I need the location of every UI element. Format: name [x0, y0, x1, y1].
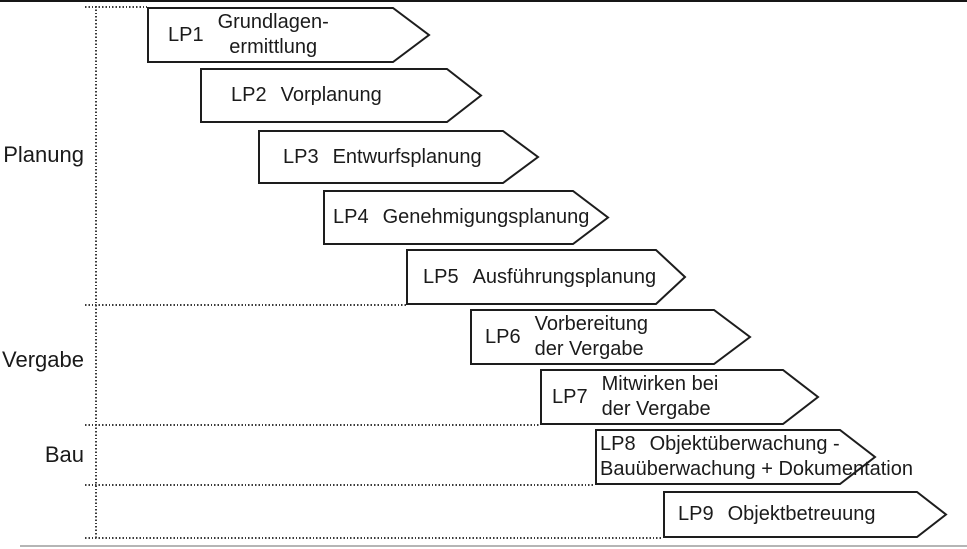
phase-arrow-lp3: LP3 Entwurfsplanung [258, 130, 540, 184]
phase-arrow-text: LP1 Grundlagen-ermittlung [147, 7, 430, 63]
row-label-planung: Planung [3, 142, 84, 167]
phase-name-line: der Vergabe [601, 398, 711, 420]
phase-name-line: Genehmigungsplanung [382, 206, 590, 228]
phase-arrow-text: LP2 Vorplanung [200, 68, 482, 123]
phase-id: LP6 [485, 325, 521, 348]
band-separator-line [85, 6, 147, 8]
band-separator-line [85, 424, 540, 426]
band-axis-line [95, 6, 97, 538]
phase-arrow-lp9: LP9 Objektbetreuung [663, 491, 948, 538]
phase-arrow-shape [200, 68, 483, 123]
band-separator-line [85, 304, 406, 306]
phase-arrow-text: LP3 Entwurfsplanung [258, 130, 539, 184]
phase-id: LP4 [333, 206, 369, 228]
phase-arrow-lp5: LP5 Ausführungsplanung [406, 249, 687, 305]
phase-name-line: ermittlung [229, 36, 318, 58]
phase-name: Mitwirken bei der Vergabe [602, 372, 719, 422]
phase-name-line: Entwurfsplanung [332, 145, 482, 168]
phase-arrow-shape [663, 491, 948, 538]
phase-name-line: der Vergabe [534, 338, 644, 360]
phase-name: Grundlagen-ermittlung [218, 10, 329, 60]
phase-name-line: Ausführungsplanung [472, 265, 657, 288]
phase-name: Vorbereitung der Vergabe [535, 312, 648, 362]
phase-name: Genehmigungsplanung [383, 205, 590, 230]
phase-name: Objektbetreuung [728, 502, 876, 527]
phase-arrow-text: LP6 Vorbereitung der Vergabe [470, 309, 751, 365]
phase-arrow-lp4: LP4 Genehmigungsplanung [323, 190, 610, 245]
phase-arrow-lp1: LP1 Grundlagen-ermittlung [147, 7, 431, 63]
phase-name-line: Bauüberwachung + Dokumentation [600, 458, 913, 480]
phase-arrow-lp6: LP6 Vorbereitung der Vergabe [470, 309, 752, 365]
phase-arrow-shape [595, 429, 877, 485]
phase-arrow-text: LP9 Objektbetreuung [663, 491, 947, 538]
phase-arrow-shape [406, 249, 687, 305]
band-separator-line [85, 537, 663, 539]
phase-name-line: Grundlagen- [217, 11, 329, 33]
phase-name-line: Mitwirken bei [601, 373, 719, 395]
phase-id: LP1 [168, 23, 204, 46]
phase-arrow-text: LP4 Genehmigungsplanung [323, 190, 609, 245]
phase-name-line: Objektüberwachung - [649, 433, 840, 455]
phase-name-line: Vorbereitung [534, 313, 649, 335]
row-label-bau: Bau [44, 442, 84, 467]
phase-arrow-text: LP7 Mitwirken bei der Vergabe [540, 369, 819, 425]
phase-arrow-text: LP8 Objektüberwachung - Bauüberwachung + D… [595, 429, 913, 485]
phase-id: LP9 [678, 503, 714, 525]
phase-id: LP5 [423, 265, 459, 288]
phase-arrow-shape [540, 369, 820, 425]
phase-arrow-lp7: LP7 Mitwirken bei der Vergabe [540, 369, 820, 425]
phase-id: LP7 [552, 385, 588, 408]
phase-arrow-shape [258, 130, 540, 184]
phase-arrow-lp8: LP8 Objektüberwachung - Bauüberwachung + D… [595, 429, 913, 485]
phase-arrow-lp2: LP2 Vorplanung [200, 68, 483, 123]
phase-name-line: Objektbetreuung [727, 503, 876, 525]
phase-name: Vorplanung [281, 83, 382, 108]
phase-id: LP8 [600, 433, 636, 455]
phase-text-row: LP8 Objektüberwachung - [600, 432, 840, 457]
phase-arrow-shape [323, 190, 610, 245]
phase-name: Entwurfsplanung [333, 145, 482, 170]
phase-arrow-shape [470, 309, 752, 365]
phase-arrow-shape [147, 7, 431, 63]
row-label-vergabe: Vergabe [2, 347, 84, 372]
phase-name: Ausführungsplanung [473, 265, 656, 290]
phase-id: LP2 [231, 84, 267, 106]
phase-id: LP3 [283, 145, 319, 168]
band-separator-line [85, 484, 595, 486]
top-rule [0, 0, 967, 2]
bottom-rule [20, 545, 967, 547]
phase-arrow-text: LP5 Ausführungsplanung [406, 249, 686, 305]
phase-name-line: Vorplanung [280, 84, 382, 106]
